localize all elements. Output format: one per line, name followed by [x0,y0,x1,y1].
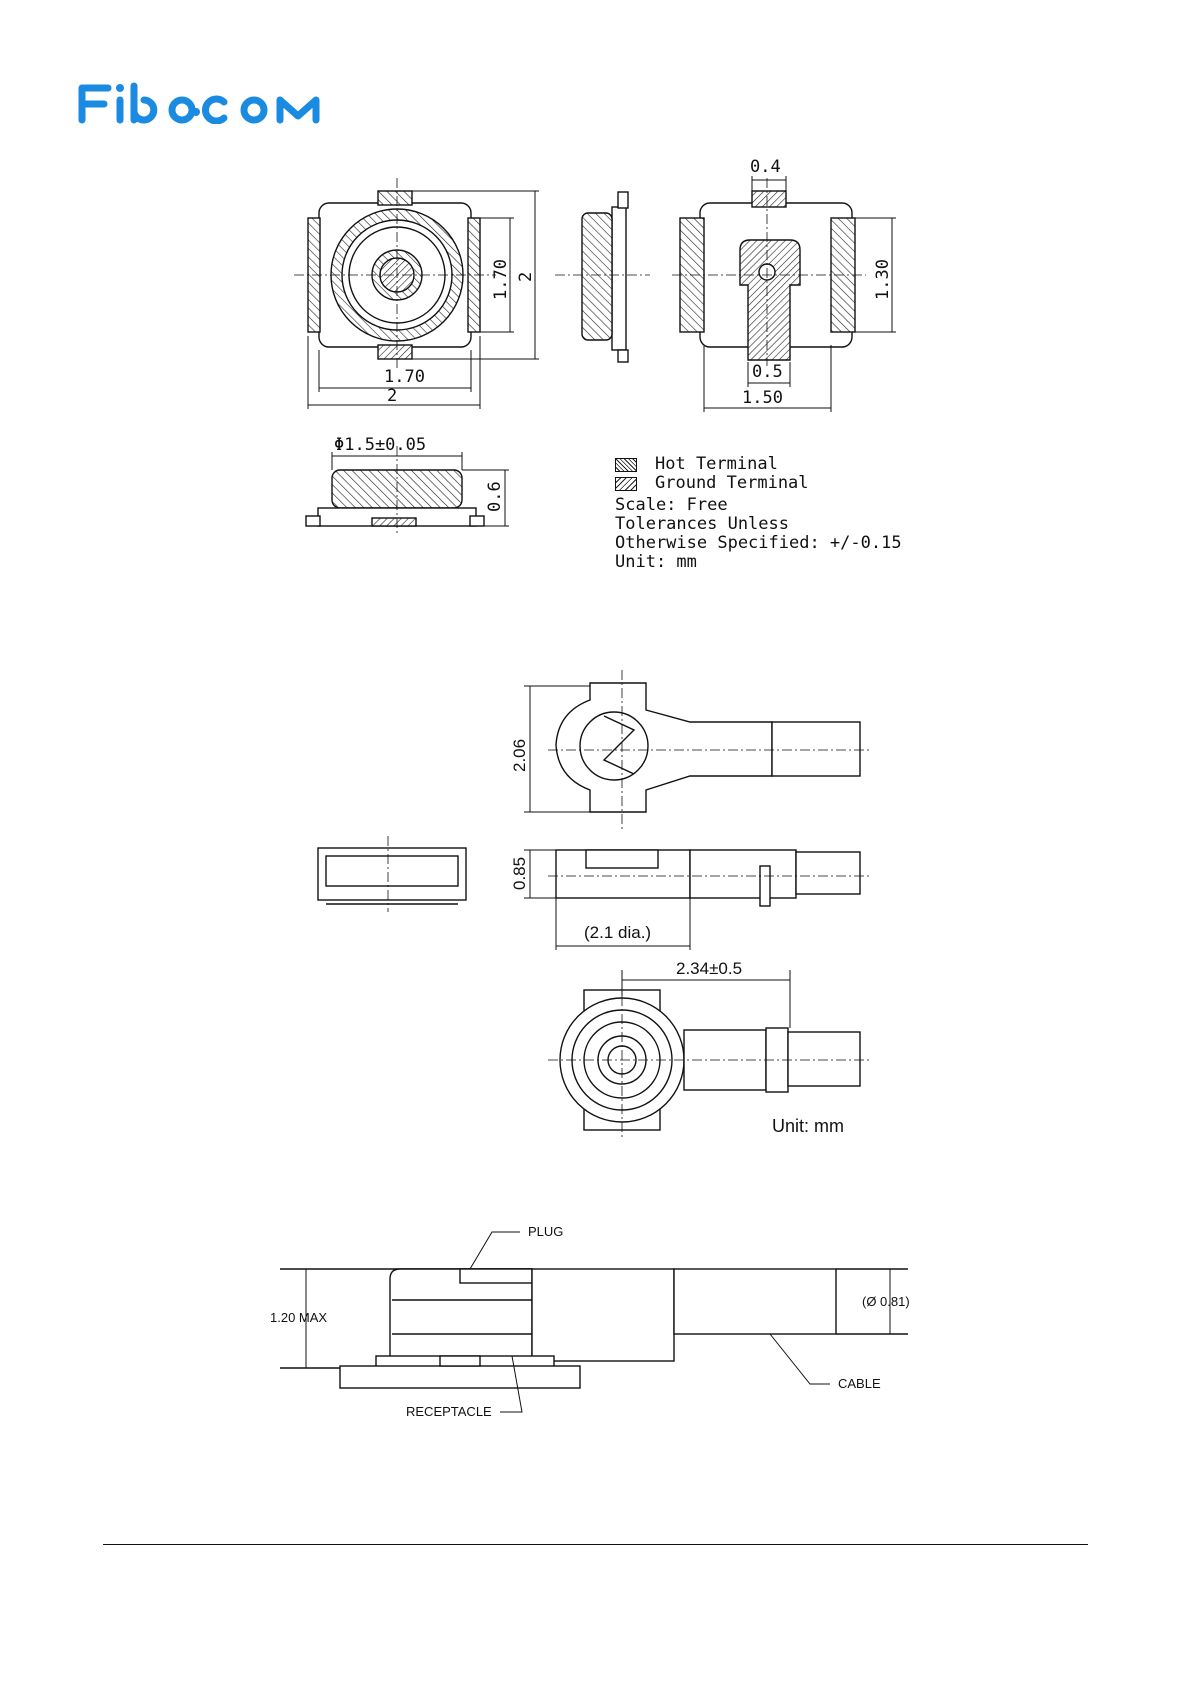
plug-unit-label: Unit: mm [772,1116,844,1136]
dim-top-inner-height: 1.70 [491,259,511,300]
dim-bottom-center-width: 0.5 [752,362,783,382]
note-scale: Scale: Free [615,496,902,515]
dim-profile-height: 0.6 [485,481,505,512]
dim-top-inner-width: 1.70 [384,367,425,387]
ground-terminal-swatch [615,477,637,491]
legend-hot-label: Hot Terminal [655,455,778,474]
receptacle-side-view [582,192,628,362]
legend-ground-terminal: Ground Terminal [615,474,902,493]
receptacle-profile-view [306,470,484,526]
dim-plug-offset: 2.34±0.5 [676,959,742,978]
dim-cable-diameter: (Ø 0.81) [862,1294,910,1309]
hot-terminal-swatch [615,458,637,472]
note-unit: Unit: mm [615,553,902,572]
plug-side-view [318,848,860,906]
label-plug: PLUG [528,1224,563,1239]
plug-top-view [556,683,860,812]
dim-top-outer-width: 2 [387,386,397,406]
dim-bottom-width: 1.50 [742,388,783,408]
dim-plug-diameter: (2.1 dia.) [584,923,651,942]
label-cable: CABLE [838,1376,881,1391]
note-tolerance-line1: Tolerances Unless [615,515,902,534]
footer-divider [103,1544,1088,1545]
dim-bottom-height: 1.30 [873,259,893,300]
mated-assembly-side-view [280,1269,908,1388]
receptacle-bottom-view [680,191,855,360]
dim-plug-height: 2.06 [510,739,529,772]
dim-assembly-height: 1.20 MAX [270,1310,327,1325]
dim-bottom-pin-width: 0.4 [750,157,781,177]
dim-top-outer-height: 2 [516,272,536,282]
figure1-legend: Hot Terminal Ground Terminal Scale: Free… [615,455,902,572]
legend-ground-label: Ground Terminal [655,474,809,493]
label-receptacle: RECEPTACLE [406,1404,492,1419]
dim-profile-diameter: Φ1.5±0.05 [334,435,426,455]
legend-hot-terminal: Hot Terminal [615,455,902,474]
note-tolerance-line2: Otherwise Specified: +/-0.15 [615,534,902,553]
dim-plug-side-height: 0.85 [510,857,529,890]
